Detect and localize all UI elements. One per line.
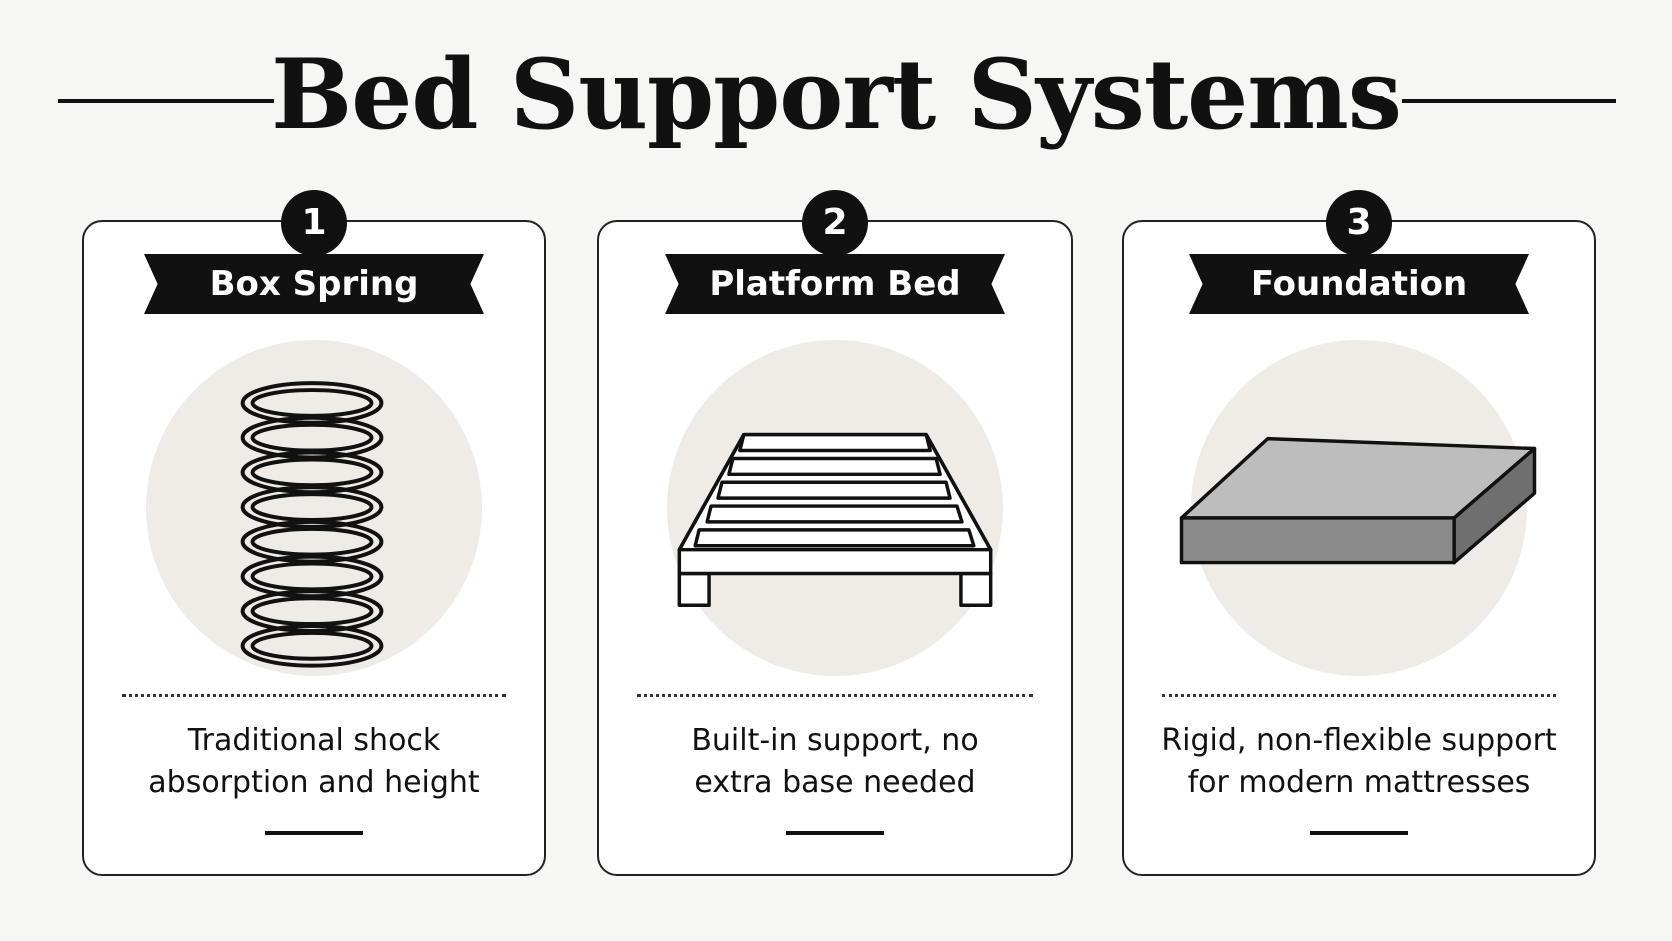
coil-spring-icon	[240, 381, 384, 668]
card-platform-bed: 2 Platform Bed Built-in support, no extr…	[597, 190, 1073, 876]
step-number-badge: 3	[1326, 190, 1392, 256]
description-line-2: absorption and height	[148, 765, 480, 800]
description-line-1: Built-in support, no	[691, 723, 979, 758]
card-description: Built-in support, no extra base needed	[609, 720, 1061, 804]
card-description: Traditional shock absorption and height	[94, 720, 534, 804]
solid-foundation-block-icon	[1179, 436, 1537, 565]
accent-underline	[265, 831, 363, 835]
description-line-2: extra base needed	[694, 765, 976, 800]
step-number-badge: 2	[802, 190, 868, 256]
card-box-spring: 1 Box Spring Traditional shock absorptio…	[82, 190, 546, 876]
page-title: Bed Support Systems	[271, 38, 1402, 151]
card-title-banner: Foundation	[1189, 254, 1529, 314]
accent-underline	[786, 831, 884, 835]
title-dot-left	[290, 96, 300, 106]
dotted-divider	[637, 694, 1033, 697]
card-description: Rigid, non-flexible support for modern m…	[1134, 720, 1584, 804]
dotted-divider	[1162, 694, 1556, 697]
card-title-banner: Box Spring	[144, 254, 484, 314]
title-row: Bed Support Systems	[0, 0, 1672, 200]
title-dot-right	[1376, 96, 1386, 106]
dotted-divider	[122, 694, 506, 697]
step-number-badge: 1	[281, 190, 347, 256]
description-line-2: for modern mattresses	[1187, 765, 1531, 800]
description-line-1: Rigid, non-flexible support	[1161, 723, 1557, 758]
illustration-backdrop	[146, 340, 482, 676]
slatted-platform-icon	[677, 432, 993, 607]
description-line-1: Traditional shock	[187, 723, 441, 758]
card-title-banner: Platform Bed	[665, 254, 1005, 314]
accent-underline	[1310, 831, 1408, 835]
title-rule-right	[1402, 99, 1616, 103]
title-rule-left	[58, 99, 274, 103]
card-foundation: 3 Foundation Rigid, non-flexible support…	[1122, 190, 1596, 876]
